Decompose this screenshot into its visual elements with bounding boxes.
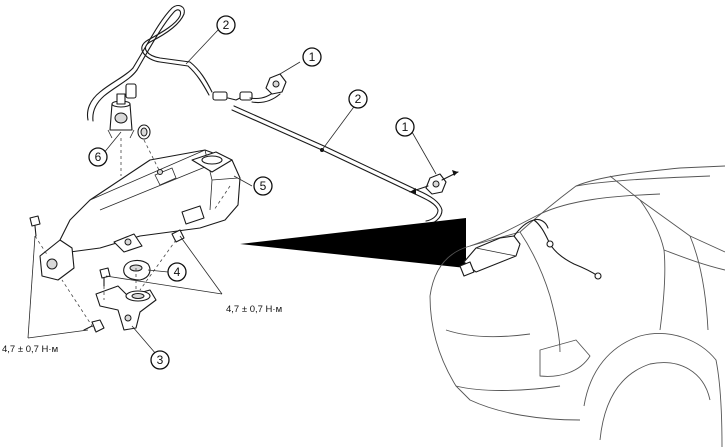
callout-3: 3 (150, 350, 170, 370)
svg-text:3: 3 (157, 353, 164, 367)
callout-2-lower: 2 (348, 89, 368, 109)
svg-text:2: 2 (355, 92, 362, 106)
pump-grommet (137, 124, 151, 140)
washer-reservoir (39, 149, 241, 281)
callout-1-lower: 1 (395, 117, 415, 137)
torque-label-left: 4,7 ± 0,7 Н·м (2, 344, 58, 355)
washer-pump (107, 93, 135, 139)
callout-leaders (102, 29, 357, 355)
callout-5: 5 (253, 176, 273, 196)
washer-nozzle-upper (265, 61, 301, 95)
location-pointer (240, 218, 466, 268)
washer-hose-long (231, 89, 443, 226)
svg-text:5: 5 (260, 179, 267, 193)
svg-text:2: 2 (223, 18, 230, 32)
bolt-top-left (29, 215, 41, 237)
callout-4: 4 (167, 262, 187, 282)
installed-reservoir-view (459, 218, 602, 280)
torque-leaders (27, 235, 223, 339)
svg-text:6: 6 (95, 150, 102, 164)
alignment-lines (34, 138, 231, 333)
mounting-bracket (95, 285, 157, 331)
bracket-grommet (123, 259, 151, 281)
washer-hose-upper (86, 5, 253, 122)
bolt-right (171, 229, 185, 243)
svg-text:1: 1 (402, 120, 409, 134)
callout-6: 6 (88, 147, 108, 167)
svg-text:1: 1 (309, 50, 316, 64)
bolt-bottom-left (83, 319, 105, 333)
callout-2-upper: 2 (216, 15, 236, 35)
bolt-mid (99, 267, 111, 287)
torque-label-right: 4,7 ± 0,7 Н·м (226, 304, 282, 315)
washer-nozzle-lower (409, 131, 459, 195)
vehicle-outline (429, 165, 725, 447)
svg-text:4: 4 (174, 265, 181, 279)
callout-1-upper: 1 (302, 47, 322, 67)
